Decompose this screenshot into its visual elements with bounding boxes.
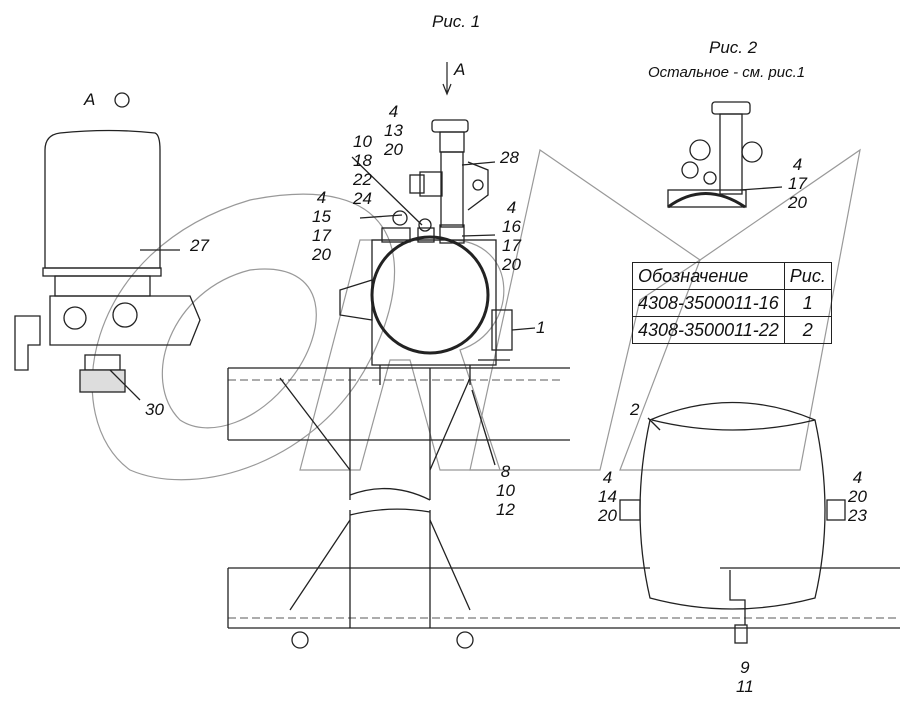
- receiver-right-illustration: [619, 401, 846, 644]
- air-dryer-illustration: [14, 129, 201, 401]
- view-circle-icon: [114, 92, 130, 108]
- figure1-title: Рис. 1: [432, 12, 481, 31]
- callout-1: 1: [536, 318, 546, 337]
- figure2-title: Рис. 2: [709, 38, 758, 57]
- receiver-center-illustration: [339, 119, 536, 466]
- callout-2: 2: [630, 400, 640, 419]
- view-arrow-label: A: [454, 60, 466, 79]
- cell-designation: 4308-3500011-16: [632, 289, 785, 317]
- designation-table: Обозначение Рис. 4308-3500011-16 1 4308-…: [632, 262, 832, 344]
- callout-28: 28: [500, 148, 519, 167]
- view-arrow: [442, 62, 452, 96]
- cell-designation: 4308-3500011-22: [632, 316, 785, 344]
- table-header-row: Обозначение Рис.: [632, 262, 832, 290]
- cell-figure: 1: [783, 289, 832, 317]
- view-label: A: [84, 90, 96, 109]
- table-row: 4308-3500011-22 2: [632, 316, 832, 344]
- header-designation: Обозначение: [632, 262, 785, 290]
- table-row: 4308-3500011-16 1: [632, 289, 832, 317]
- cell-figure: 2: [783, 316, 832, 344]
- callout-27: 27: [190, 236, 209, 255]
- callout-30: 30: [145, 400, 164, 419]
- header-figure: Рис.: [783, 262, 832, 290]
- figure2-note: Остальное - см. рис.1: [648, 64, 806, 81]
- receiver-fig2-illustration: [667, 101, 783, 209]
- frame-rails: [227, 367, 900, 649]
